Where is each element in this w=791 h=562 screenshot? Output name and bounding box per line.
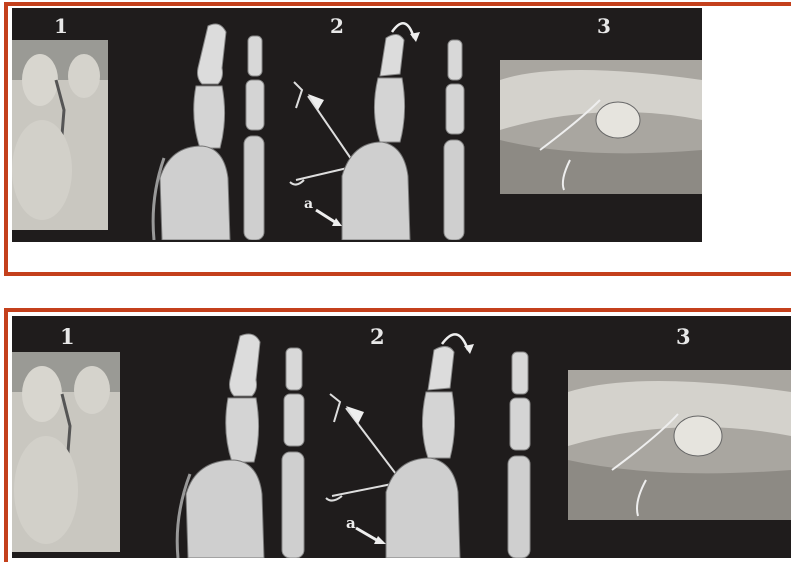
- figure-frame-top: 1 2 3: [4, 2, 791, 276]
- label-1: 1: [60, 324, 75, 349]
- figure-panel-top: 1 2 3: [12, 8, 702, 242]
- bone-diagram-left: [140, 18, 290, 240]
- figure-frame-bottom: 1 2 3: [4, 308, 791, 562]
- annotation-a: a: [346, 514, 356, 532]
- label-1: 1: [54, 14, 68, 38]
- bone-diagram-left: [162, 328, 332, 558]
- foot-photo: [12, 352, 120, 552]
- foot-photo: [12, 40, 108, 230]
- figure-panel-bottom: 1 2 3: [12, 316, 791, 558]
- label-3: 3: [597, 14, 611, 38]
- surgical-photo: [500, 60, 702, 194]
- label-3: 3: [676, 324, 691, 349]
- annotation-a: a: [304, 196, 313, 212]
- surgical-photo: [568, 370, 791, 520]
